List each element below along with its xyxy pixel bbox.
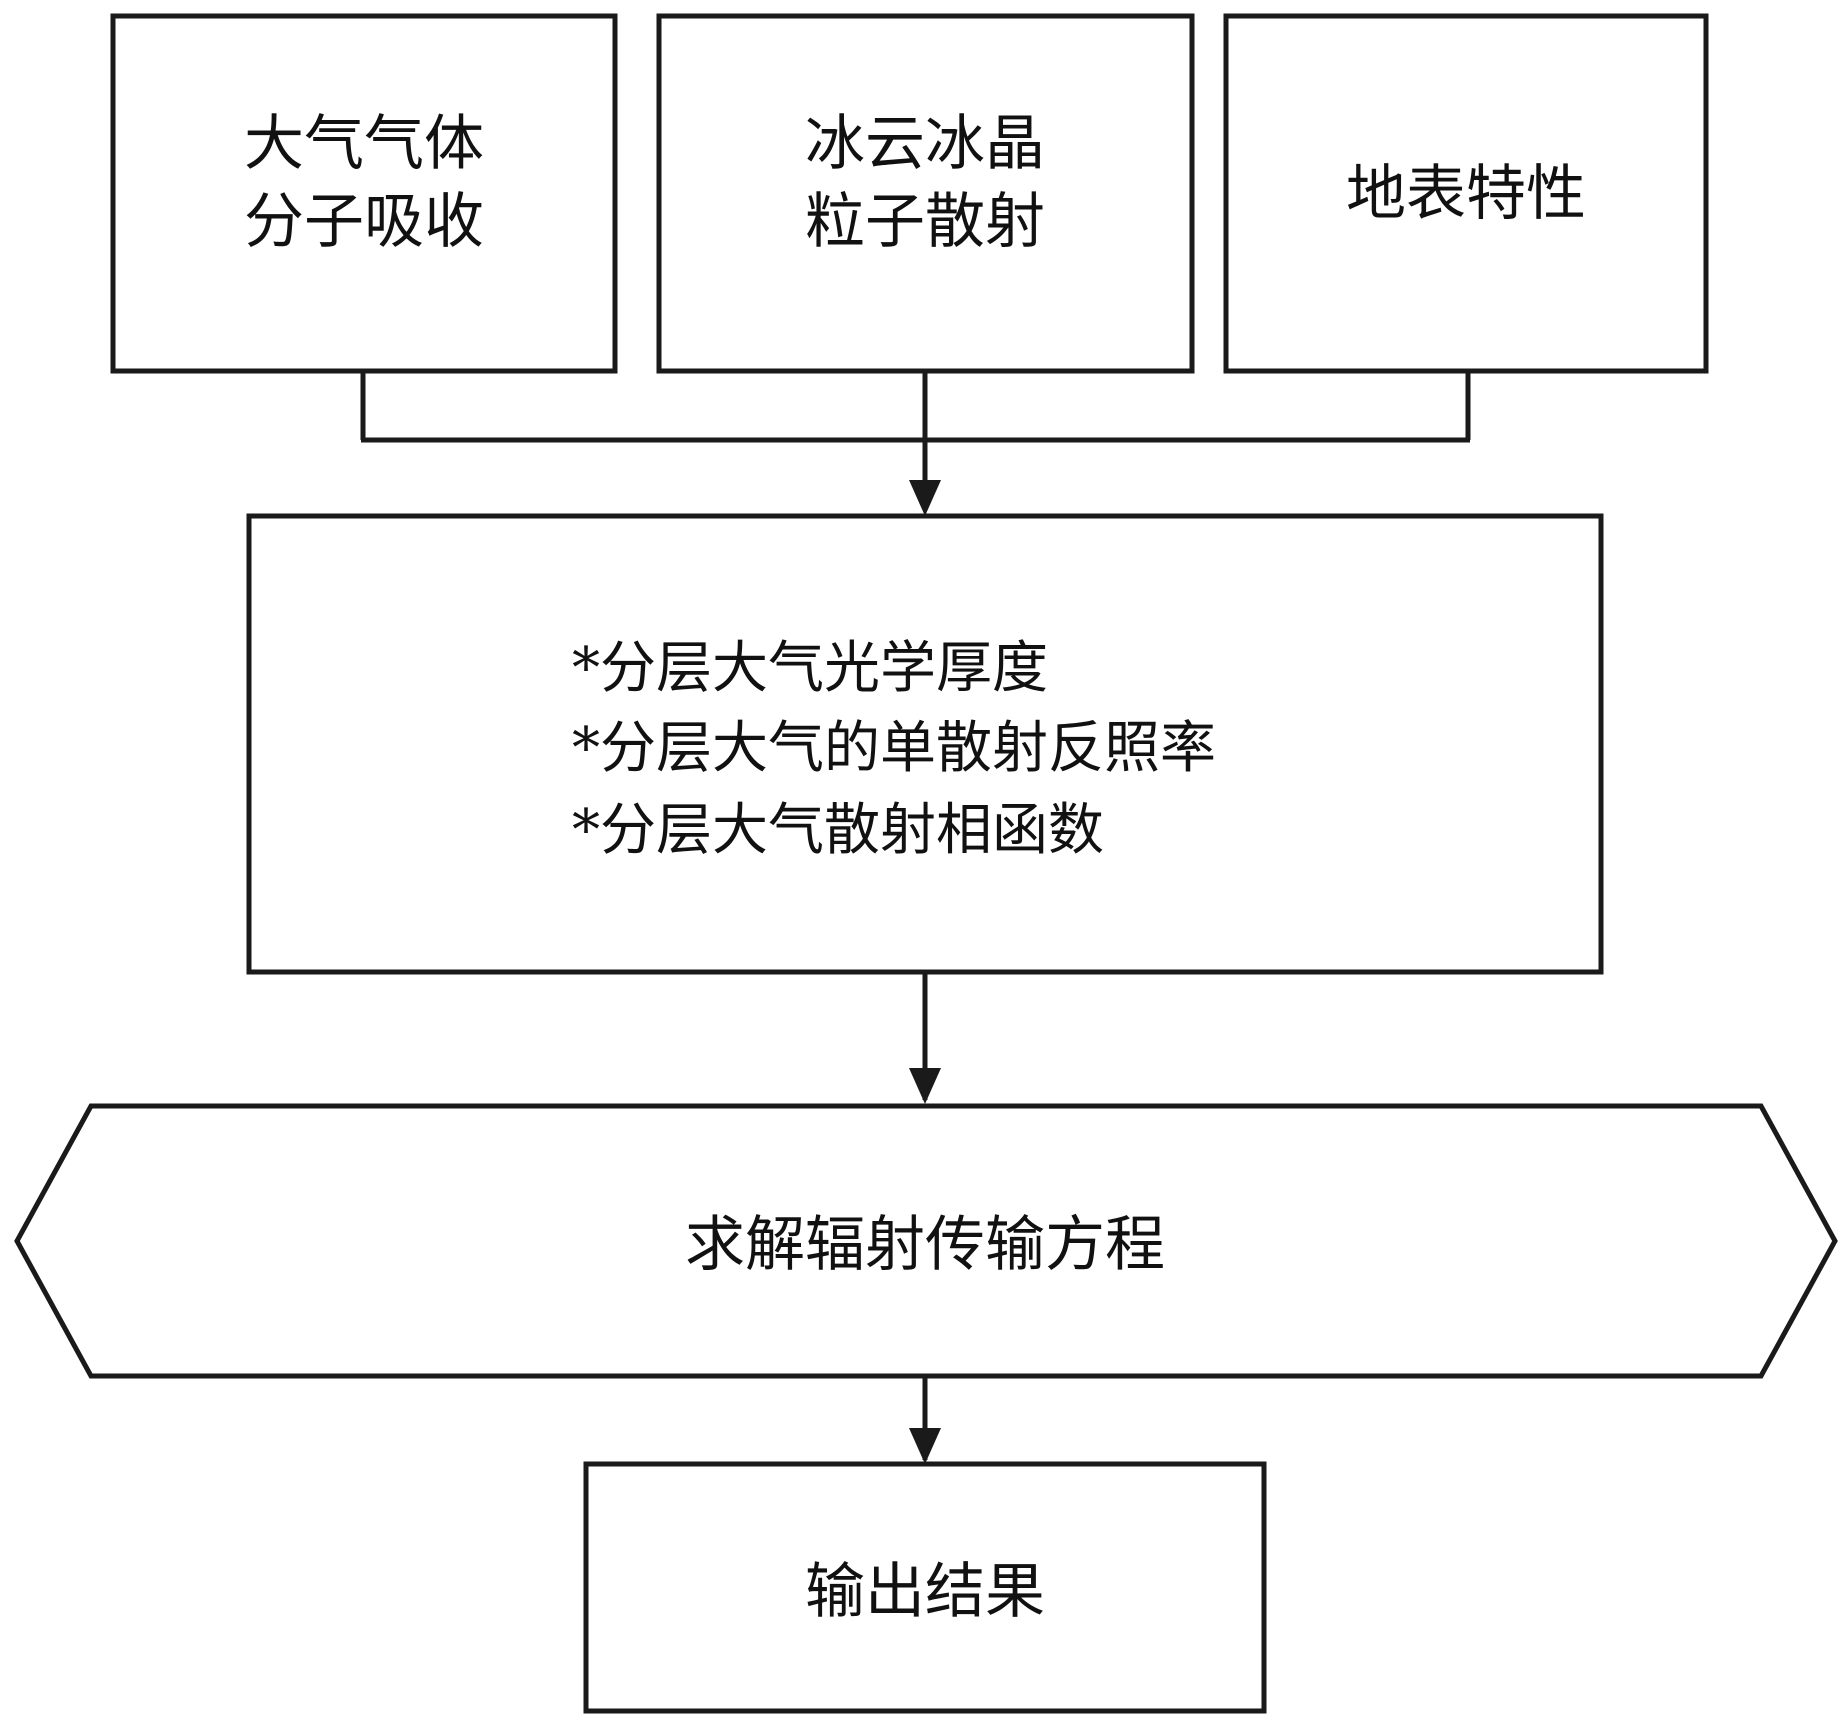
arrowhead-solver-to-output: [909, 1428, 941, 1464]
solver-label: 求解辐射传输方程: [685, 1210, 1165, 1280]
solver-hexagon: [14, 1103, 1838, 1379]
property-single-scattering-albedo: *分层大气的单散射反照率: [572, 716, 1216, 781]
property-phase-function: *分层大气散射相函数: [572, 798, 1104, 863]
arrowhead-properties-to-solver: [909, 1068, 941, 1104]
input-gas-line1: 大气气体: [244, 109, 484, 179]
input-surface-label: 地表特性: [1346, 159, 1586, 229]
input-ice-line1: 冰云冰晶: [805, 109, 1045, 179]
property-optical-depth: *分层大气光学厚度: [572, 636, 1048, 701]
input-gas-line2: 分子吸收: [244, 187, 484, 257]
input-ice-line2: 粒子散射: [805, 187, 1045, 257]
output-label: 输出结果: [805, 1557, 1045, 1627]
output-box: [583, 1461, 1267, 1714]
arrowhead-inputs-to-properties: [909, 480, 941, 516]
